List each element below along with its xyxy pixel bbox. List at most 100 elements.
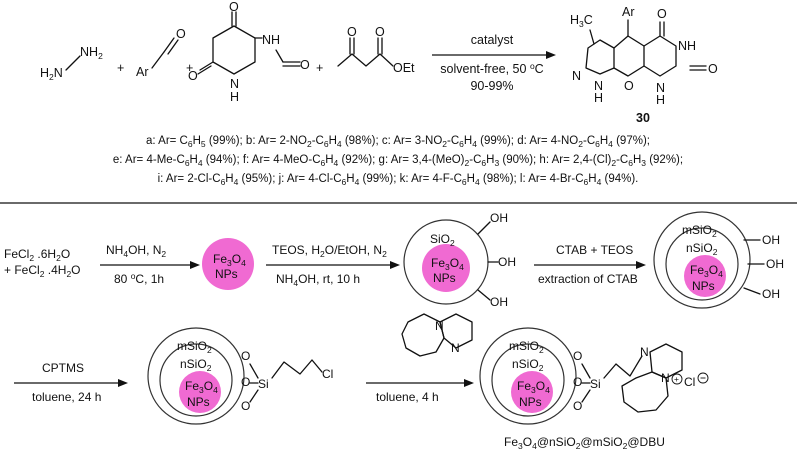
plus-sign: +	[316, 61, 323, 75]
np2-nps: NPs	[433, 271, 456, 285]
arrow-step-4: CPTMS toluene, 24 h	[14, 361, 128, 404]
oh-b: OH	[766, 257, 784, 271]
product-ch3: H3C	[570, 13, 593, 29]
product-n-h: H	[656, 93, 665, 107]
fe3o4-nsio2-msio2-particle: mSiO2 nSiO2 Fe3O4 NPs OH OH OH	[653, 211, 784, 309]
product-nh-h: H	[594, 91, 603, 105]
si-o-2: O	[241, 375, 250, 389]
step3-above: CTAB + TEOS	[556, 243, 633, 257]
hydrazine: H2N NH2	[40, 45, 103, 82]
reaction-arrow-1: catalyst solvent-free, 50 oC 90-99%	[432, 33, 556, 93]
substituent-line-2: e: Ar= 4-Me-C6H4 (94%); f: Ar= 4-MeO-C6H…	[113, 154, 683, 168]
np1-fe3o4: Fe3O4	[213, 252, 246, 268]
oh-c: OH	[762, 287, 780, 301]
barbituric-o-right: O	[300, 58, 310, 72]
arrow1-below-2: 90-99%	[470, 79, 513, 93]
final-catalyst-name: Fe3O4@nSiO2@mSiO2@DBU	[504, 435, 665, 451]
barbituric-o-left: O	[188, 69, 198, 83]
nsio2-label: nSiO2	[512, 357, 544, 373]
step1-below: 80 oC, 1h	[114, 271, 164, 286]
plus-sign: +	[117, 61, 124, 75]
np5-nps: NPs	[519, 395, 542, 409]
product-number: 30	[636, 111, 650, 125]
oh-1: OH	[490, 211, 508, 225]
ketoester-o1: O	[347, 25, 357, 39]
plus-sign: +	[186, 61, 193, 75]
dbu-n1: N	[435, 319, 444, 333]
step5-below: toluene, 4 h	[376, 390, 439, 404]
np3-fe3o4: Fe3O4	[690, 263, 723, 279]
np4-nps: NPs	[187, 395, 210, 409]
si-atom: Si	[258, 377, 269, 391]
fe3o4-sio2-particle: SiO2 Fe3O4 NPs OH OH OH	[403, 211, 516, 309]
plus-mark: +	[674, 374, 679, 384]
step1-above: NH4OH, N2	[106, 243, 166, 259]
np2-fe3o4: Fe3O4	[431, 256, 464, 272]
step2-above: TEOS, H2O/EtOH, N2	[272, 243, 387, 259]
substituent-list: a: Ar= C6H5 (99%); b: Ar= 2-NO2-C6H4 (98…	[113, 135, 683, 187]
step2-below: NH4OH, rt, 10 h	[276, 272, 360, 288]
product-o-right: O	[708, 62, 718, 76]
negative-charge-icon	[697, 372, 709, 384]
arrow-step-1: NH4OH, N2 80 oC, 1h	[100, 243, 200, 286]
barbituric-h: H	[230, 90, 239, 104]
aldehyde-o: O	[176, 27, 186, 41]
product-n1: N	[572, 69, 581, 83]
np5-fe3o4: Fe3O4	[517, 379, 550, 395]
ethyl-acetoacetate: O O OEt	[337, 25, 415, 75]
barbituric-n: N	[230, 77, 239, 91]
dbu-reagent: N N	[401, 313, 473, 357]
positive-charge-icon	[671, 373, 683, 385]
fe3o4-core	[511, 371, 553, 413]
si-o-3: O	[241, 399, 250, 413]
dbu-n-2: N	[661, 371, 670, 385]
si-o-3: O	[573, 399, 582, 413]
msio2-label: mSiO2	[682, 223, 717, 239]
fe3o4-core	[684, 255, 726, 297]
arrow-step-2: TEOS, H2O/EtOH, N2 NH4OH, rt, 10 h	[266, 243, 400, 288]
hydrazine-nh2: NH2	[80, 45, 103, 61]
start-salt-2: + FeCl2 .4H2O	[4, 263, 81, 279]
chloropropyl-particle: mSiO2 nSiO2 Fe3O4 NPs O O O Si Cl	[147, 327, 333, 425]
hydrazine-h2n: H2N	[40, 66, 63, 82]
product-n-bottom: N	[656, 81, 665, 95]
barbituric-nh: NH	[262, 33, 280, 47]
arrow1-below-1: solvent-free, 50 oC	[440, 61, 543, 76]
arrow1-above: catalyst	[471, 33, 514, 47]
dbu-n-plus: N	[640, 345, 649, 359]
msio2-label: mSiO2	[177, 339, 212, 355]
ketoester-oet: OEt	[393, 61, 415, 75]
si-o-1: O	[241, 349, 250, 363]
substituent-line-1: a: Ar= C6H5 (99%); b: Ar= 2-NO2-C6H4 (98…	[146, 135, 650, 149]
product-ar: Ar	[622, 5, 635, 19]
start-salt-1: FeCl2 .6H2O	[4, 247, 70, 263]
barbituric-o-top: O	[229, 0, 239, 14]
product-nh: NH	[678, 39, 696, 53]
barbituric-acid: O NH O O N H	[188, 0, 310, 104]
step3-below: extraction of CTAB	[538, 272, 638, 286]
np1-nps: NPs	[215, 267, 238, 281]
fe3o4-core	[202, 238, 254, 290]
si-o-2: O	[573, 375, 582, 389]
ketoester-o2: O	[375, 25, 385, 39]
product-n2: N	[594, 79, 603, 93]
product-30: H3C Ar N N H O O NH O N H 30	[570, 5, 718, 125]
si-atom: Si	[590, 377, 601, 391]
chloride-ion: Cl	[684, 375, 695, 389]
fe3o4-nanoparticle: Fe3O4 NPs	[202, 238, 254, 290]
arrow-step-5: toluene, 4 h	[366, 379, 474, 404]
aldehyde-ar: Ar	[136, 65, 149, 79]
fe3o4-core	[422, 244, 470, 292]
iron-salts: FeCl2 .6H2O + FeCl2 .4H2O	[4, 247, 81, 279]
nsio2-label: nSiO2	[686, 241, 718, 257]
aryl-aldehyde: O Ar	[136, 27, 186, 79]
sio2-label: SiO2	[430, 232, 455, 248]
fe3o4-core	[179, 371, 221, 413]
dbu-n2: N	[451, 341, 460, 355]
np4-fe3o4: Fe3O4	[185, 379, 218, 395]
oh-a: OH	[762, 233, 780, 247]
product-o-top: O	[657, 7, 667, 21]
final-catalyst: mSiO2 nSiO2 Fe3O4 NPs O O O Si N N + Cl …	[479, 327, 709, 451]
chloro: Cl	[322, 367, 333, 381]
